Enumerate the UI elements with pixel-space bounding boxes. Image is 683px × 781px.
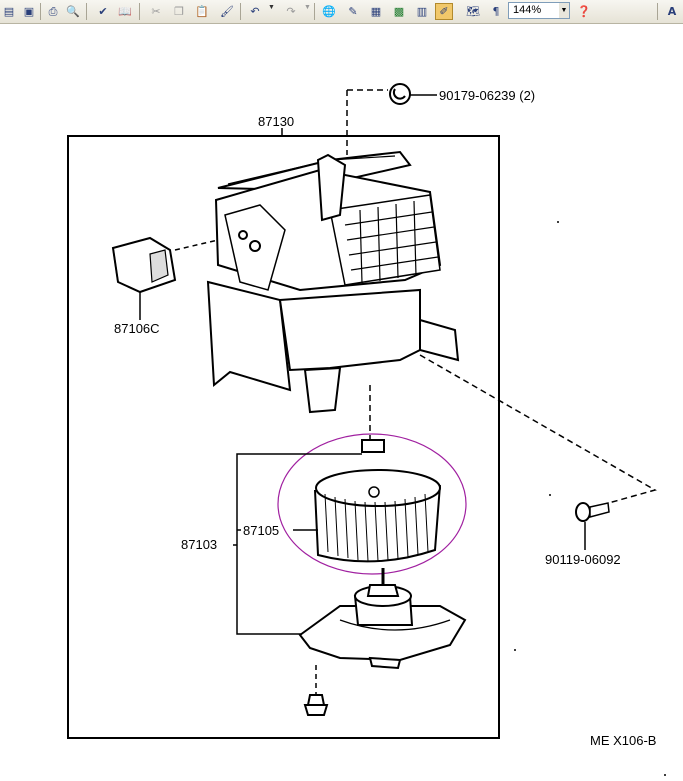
font-icon[interactable]: A (667, 5, 677, 18)
speck (549, 494, 551, 496)
help-icon[interactable]: ❓ (577, 5, 591, 18)
spelling-icon[interactable]: ✔ (98, 5, 108, 18)
zoom-dropdown-icon[interactable]: ▼ (559, 3, 569, 18)
insert-table-icon[interactable]: ▦ (370, 5, 382, 18)
research-icon[interactable]: 📖 (118, 5, 132, 18)
blower-housing-drawing (206, 150, 460, 414)
assembly-frame (67, 128, 500, 739)
columns-icon[interactable]: ▥ (416, 5, 428, 18)
label-fan: 87105 (243, 523, 279, 538)
label-resistor: 87106C (114, 321, 160, 336)
speck (514, 649, 516, 651)
permission-icon[interactable]: ▤ (3, 5, 15, 18)
fan-drawing (277, 433, 467, 575)
cut-icon[interactable]: ✂ (151, 5, 161, 18)
redo-dropdown-icon[interactable]: ▼ (304, 4, 311, 11)
format-painter-icon[interactable]: 🖌 (220, 5, 234, 18)
undo-dropdown-icon[interactable]: ▼ (268, 4, 275, 11)
clip-drawing (346, 83, 437, 155)
parts-diagram: 87130 90179-06239 (2) 87106C 87103 87105… (67, 83, 666, 776)
motor-drawing (298, 568, 467, 670)
speck (664, 774, 666, 776)
toolbar-separator (139, 3, 140, 20)
paste-icon[interactable]: 📋 (195, 5, 209, 18)
label-assembly: 87103 (181, 537, 217, 552)
bracket-lines (233, 453, 362, 635)
show-hide-icon[interactable]: ¶ (492, 5, 500, 18)
toolbar-separator (314, 3, 315, 20)
label-screw: 90119-06092 (545, 552, 621, 567)
redo-icon[interactable]: ↷ (286, 5, 296, 18)
speck (557, 221, 559, 223)
toolbar-separator (40, 3, 41, 20)
screw-drawing (419, 354, 657, 550)
label-drawing-ref: ME X106-B (590, 733, 656, 748)
bottom-screw-drawing (303, 665, 329, 716)
label-clip: 90179-06239 (2) (439, 88, 535, 103)
document-map-icon[interactable]: 🗺 (466, 5, 480, 18)
tables-borders-icon[interactable]: ✎ (348, 5, 358, 18)
print-icon[interactable]: ⎙ (48, 5, 58, 18)
zoom-select[interactable]: 144% ▼ (508, 2, 570, 19)
resistor-leader-line (174, 239, 219, 251)
insert-excel-icon[interactable]: ▩ (393, 5, 405, 18)
toolbar: ▤ ▣ ⎙ 🔍 ✔ 📖 ✂ ❐ 📋 🖌 ↶ ▼ ↷ ▼ 🌐 ✎ ▦ ▩ ▥ ✐ … (0, 0, 683, 24)
zoom-value: 144% (513, 4, 542, 16)
print-preview-icon[interactable]: 🔍 (66, 5, 80, 18)
toolbar-separator (657, 3, 658, 20)
label-housing: 87130 (258, 114, 294, 129)
resistor-drawing (111, 236, 177, 320)
toolbar-separator (86, 3, 87, 20)
copy-icon[interactable]: ❐ (174, 5, 184, 18)
undo-icon[interactable]: ↶ (250, 5, 260, 18)
hyperlink-icon[interactable]: 🌐 (322, 5, 336, 18)
drawing-icon[interactable]: ✐ (435, 3, 453, 20)
save-icon[interactable]: ▣ (23, 5, 35, 18)
toolbar-separator (240, 3, 241, 20)
